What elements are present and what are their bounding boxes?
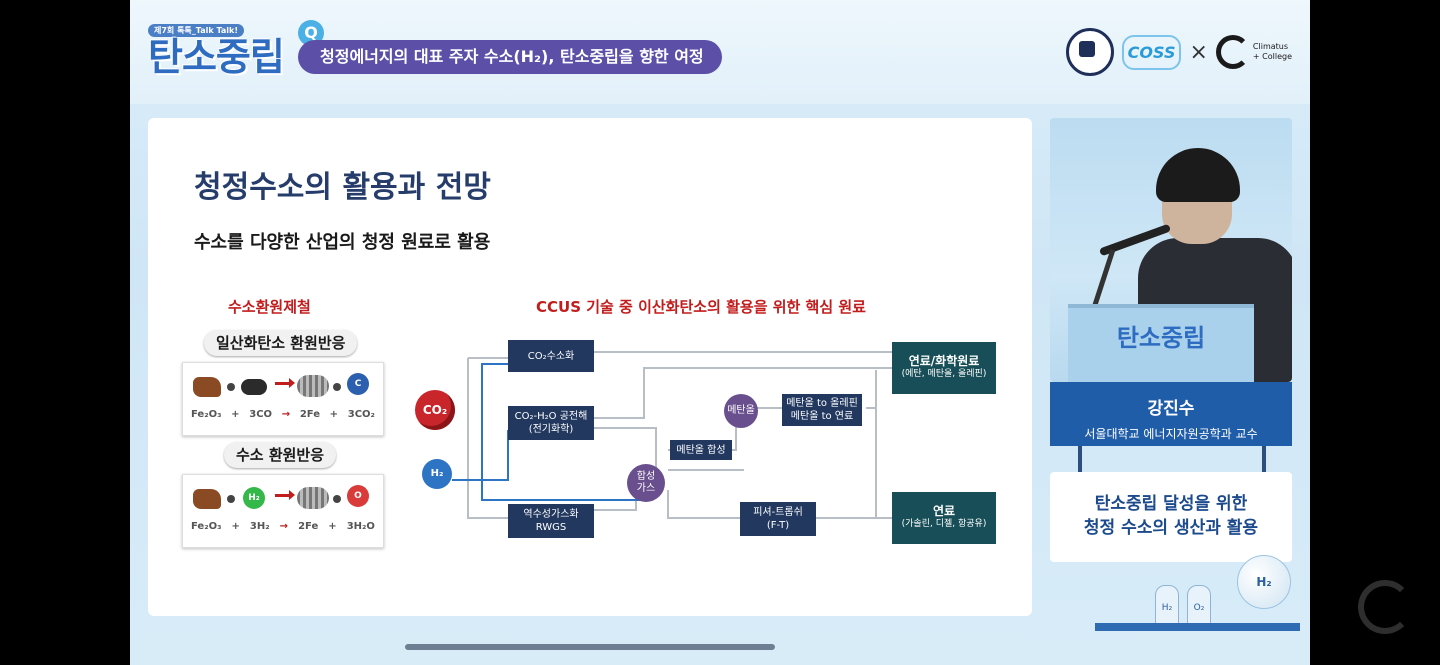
university-seal-icon	[1066, 28, 1114, 76]
formula-term: +	[330, 409, 338, 420]
slide-title: 청정수소의 활용과 전망	[194, 162, 491, 206]
reaction1-box: C Fe₂O₃ + 3CO → 2Fe + 3CO₂	[182, 362, 384, 436]
plus-icon	[333, 495, 341, 503]
node-fuel-chemicals: 연료/화학원료 (에탄, 메탄올, 올레핀)	[892, 342, 996, 394]
speaker-video: 탄소중립	[1050, 118, 1292, 382]
podium: 탄소중립	[1068, 304, 1254, 382]
plus-icon	[333, 383, 341, 391]
node-methanol: 메탄올	[724, 394, 758, 428]
college-text: + College	[1253, 52, 1292, 62]
h2-molecule-icon: H₂	[243, 487, 265, 509]
steel-coil-icon	[297, 375, 329, 397]
formula-term: →	[280, 521, 288, 532]
formula-term: 3H₂	[250, 521, 270, 532]
coss-logo: COSS	[1122, 35, 1182, 70]
formula-term: +	[231, 409, 239, 420]
flow-line	[866, 370, 876, 408]
h2-bubble: H₂	[422, 459, 452, 489]
sign-stand	[1262, 446, 1266, 472]
h2-feed-line	[452, 364, 508, 480]
plus-icon	[227, 383, 235, 391]
collab-x: ×	[1189, 40, 1207, 65]
node-methanol-synthesis: 메탄올 합성	[670, 440, 732, 460]
climatus-c-icon	[1216, 35, 1250, 69]
slide-subtitle: 수소를 다양한 산업의 청정 원료로 활용	[194, 228, 490, 254]
climatus-logo: Climatus + College	[1216, 35, 1292, 69]
node-fuel: 연료 (가솔린, 디젤, 항공유)	[892, 492, 996, 544]
partner-logos: COSS × Climatus + College	[1066, 28, 1292, 76]
reaction2-label: 수소 환원반응	[224, 442, 336, 468]
channel-watermark-icon	[1358, 580, 1412, 634]
flow-line	[468, 358, 508, 518]
podium-logo: 탄소중립	[1086, 318, 1236, 353]
plus-icon	[227, 495, 235, 503]
co2-bubble: CO₂	[415, 390, 455, 430]
broadcast-stage: 제7회 톡톡_Talk Talk! 탄소중립 Q 청정에너지의 대표 주자 수소…	[130, 0, 1310, 665]
event-brand: 제7회 톡톡_Talk Talk! 탄소중립	[148, 18, 284, 77]
arrow-icon	[275, 494, 291, 497]
node-rwgs: 역수성가스화 RWGS	[508, 504, 594, 538]
water-molecule-icon: O	[347, 485, 369, 507]
speaker-nameplate: 강진수 서울대학교 에너지자원공학과 교수	[1050, 382, 1292, 446]
home-indicator[interactable]	[405, 644, 775, 650]
talk-title-card: 탄소중립 달성을 위한 청정 수소의 생산과 활용	[1050, 472, 1292, 562]
formula-term: +	[232, 521, 240, 532]
reaction1-label: 일산화탄소 환원반응	[204, 330, 357, 356]
formula-term: →	[282, 409, 290, 420]
speaker-title: 서울대학교 에너지자원공학과 교수	[1050, 419, 1292, 442]
formula-term: 3CO	[249, 409, 272, 420]
formula-term: 2Fe	[298, 521, 318, 532]
reaction2-box: H₂ O Fe₂O₃ + 3H₂ → 2Fe + 3H₂O	[182, 474, 384, 548]
steel-coil-icon	[297, 487, 329, 509]
formula-term: +	[328, 521, 336, 532]
node-co2-hydrogenation: CO₂수소화	[508, 340, 594, 372]
flow-line	[668, 490, 740, 518]
iron-ore-icon	[193, 489, 221, 509]
h2-feed-line	[482, 430, 508, 480]
topic-banner: 청정에너지의 대표 주자 수소(H₂), 탄소중립을 향한 여정	[298, 40, 722, 74]
presentation-slide: 청정수소의 활용과 전망 수소를 다양한 산업의 청정 원료로 활용 수소환원제…	[148, 118, 1032, 616]
speaker-hair	[1156, 148, 1240, 202]
formula-term: Fe₂O₃	[191, 409, 221, 420]
coal-icon	[241, 379, 267, 395]
section-hydrogen-steel: 수소환원제철	[228, 296, 311, 317]
h2-feed-line	[482, 480, 642, 500]
speaker-name: 강진수	[1050, 382, 1292, 419]
node-fischer-tropsch: 피셔-트롭쉬 (F-T)	[740, 502, 816, 536]
arrow-icon	[275, 382, 291, 385]
hydrogen-plant-illustration: H₂ H₂ O₂	[1095, 555, 1300, 635]
formula-term: Fe₂O₃	[191, 521, 221, 532]
formula-term: 3H₂O	[347, 521, 375, 532]
iron-ore-icon	[193, 377, 221, 397]
talk-title-line2: 청정 수소의 생산과 활용	[1050, 516, 1292, 540]
section-ccus: CCUS 기술 중 이산화탄소의 활용을 위한 핵심 원료	[536, 296, 866, 317]
formula-term: 3CO₂	[348, 409, 375, 420]
plant-base	[1095, 623, 1300, 631]
talk-title-line1: 탄소중립 달성을 위한	[1050, 492, 1292, 516]
node-mto: 메탄올 to 올레핀 메탄올 to 연료	[782, 394, 862, 426]
event-logo: 탄소중립	[148, 37, 284, 77]
climatus-text: Climatus	[1253, 42, 1292, 52]
hydrogen-sphere-icon: H₂	[1237, 555, 1291, 609]
node-co2-h2o-electrolysis: CO₂-H₂O 공전해 (전기화학)	[508, 406, 594, 440]
co2-molecule-icon: C	[347, 373, 369, 395]
sign-stand	[1078, 446, 1082, 472]
formula-term: 2Fe	[300, 409, 320, 420]
